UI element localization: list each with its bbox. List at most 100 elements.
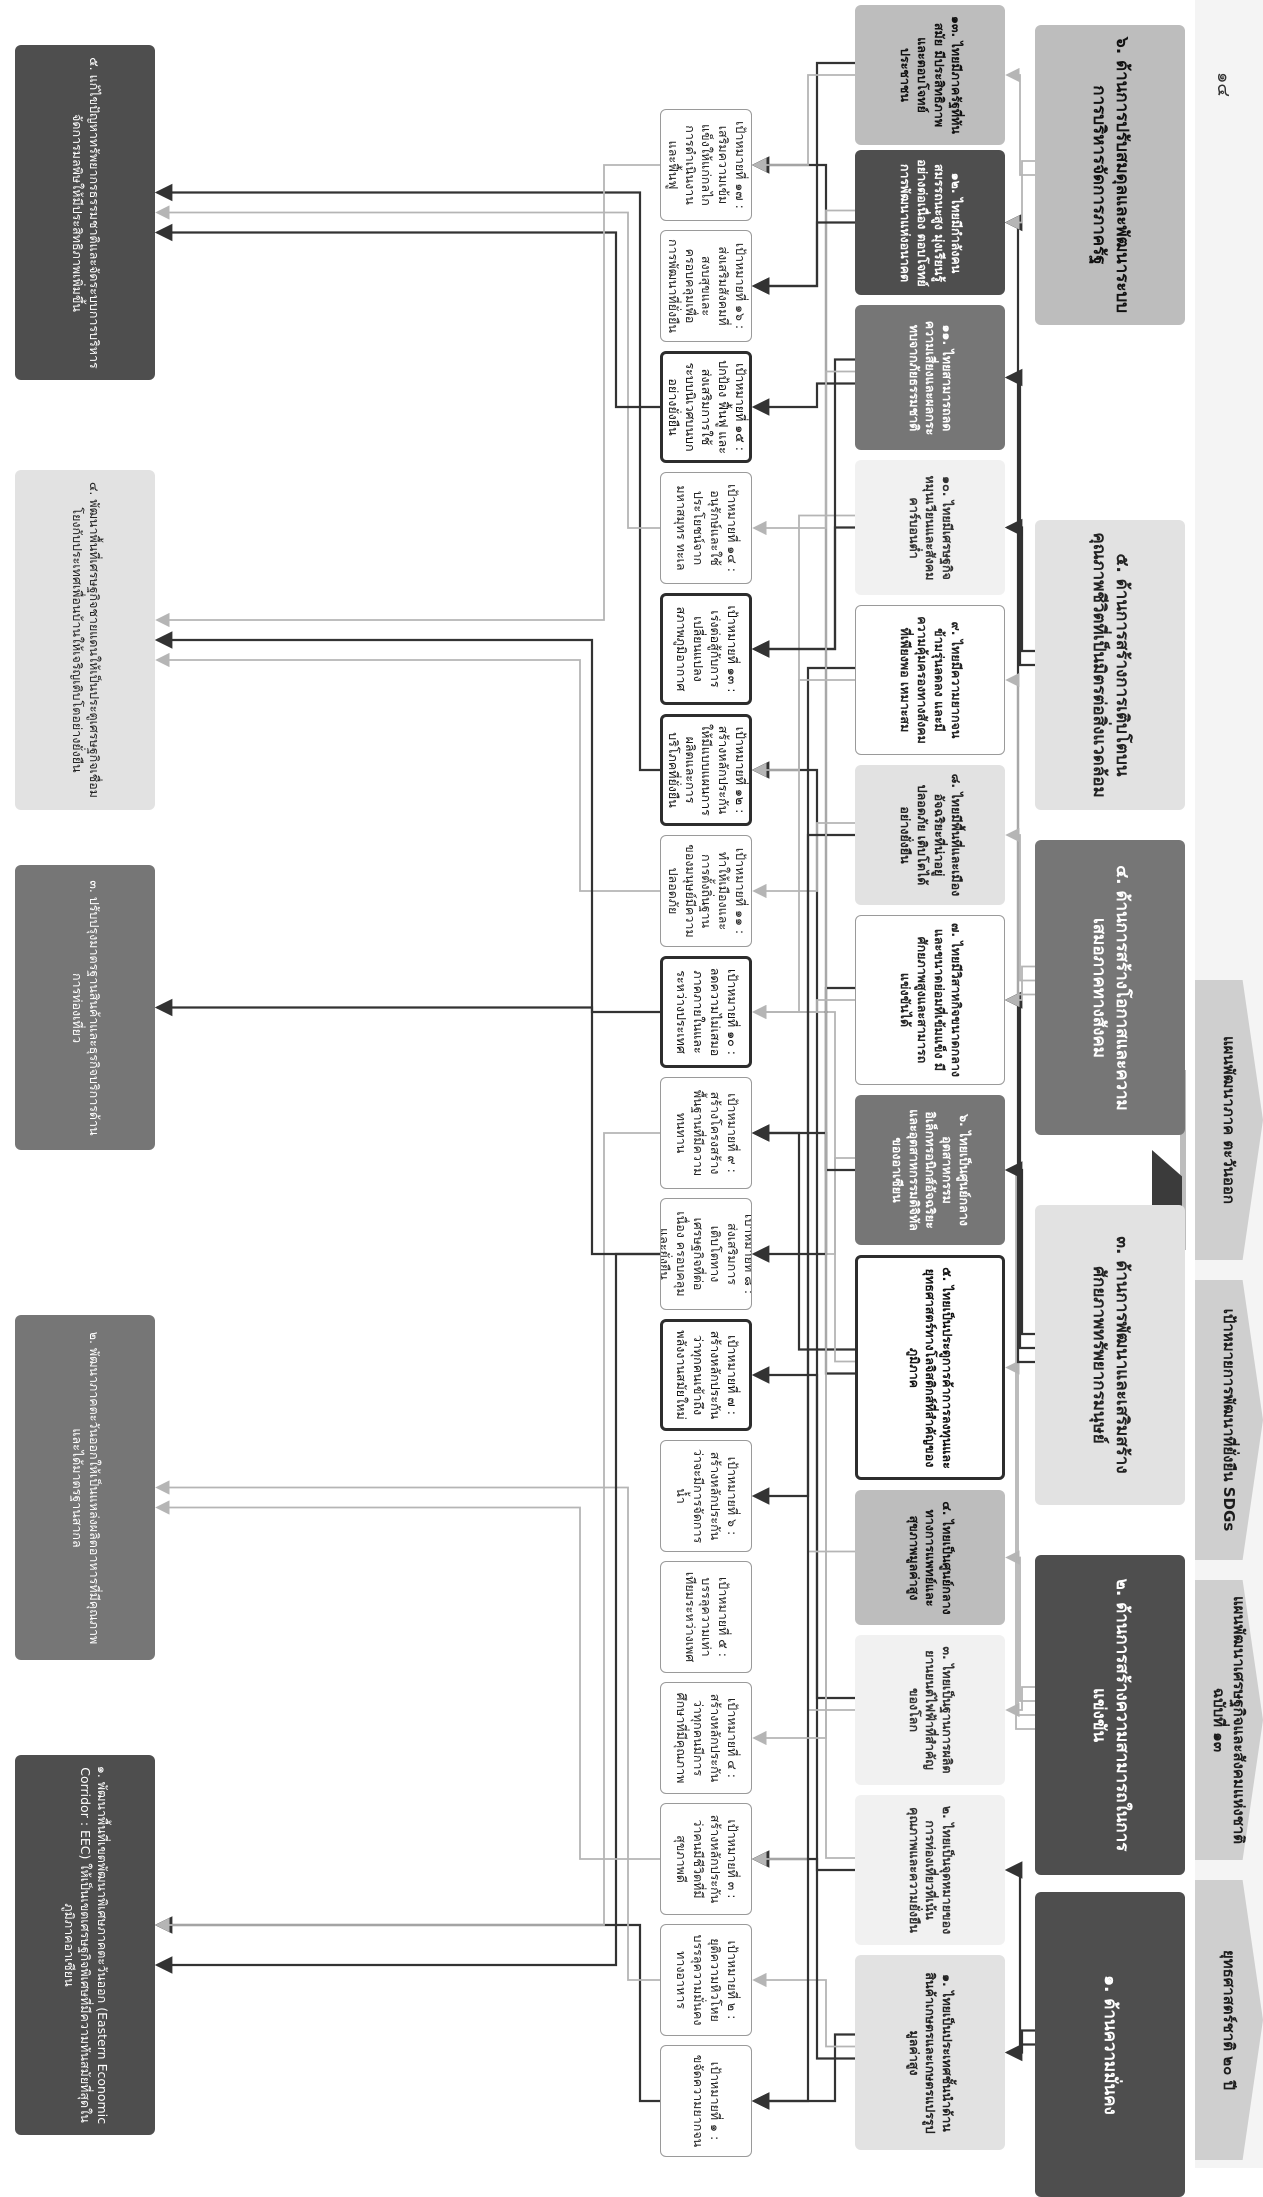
sdg-goal-9: เป้าหมายที่ ๙ : สร้างโครงสร้างพื้นฐานที่… (660, 1077, 752, 1189)
strategy-3: ๓. ด้านการพัฒนาและเสริมสร้างศักยภาพทรัพย… (1035, 1205, 1185, 1505)
plan13-goal-9: ๙. ไทยมีความยากจนข้ามรุ่นลดลง และมีความค… (855, 605, 1005, 755)
east-plan-3: ๓. ปรับปรุงมาตรฐานสินค้าและธุรกิจบริการด… (15, 865, 155, 1150)
connector-arrow (751, 382, 855, 416)
decoration-bar (1180, 1070, 1186, 1250)
east-plan-2-label: ๒. พัฒนาภาคตะวันออกให้เป็นแหล่งผลิตอาหาร… (70, 1331, 102, 1644)
sdg-goal-11-label: เป้าหมายที่ ๑๑ : ทำให้เมืองและการตั้งถิ่… (665, 844, 749, 938)
plan13-goal-10: ๑๐. ไทยมีเศรษฐกิจหมุนเวียนและสังคมคาร์บอ… (855, 460, 1005, 595)
plan13-goal-12-label: ๑๒. ไทยมีกำลังคนสมรรถนะสูง มุ่งเรียนรู้อ… (898, 158, 964, 287)
east-plan-2: ๒. พัฒนาภาคตะวันออกให้เป็นแหล่งผลิตอาหาร… (15, 1315, 155, 1660)
connector-arrow (155, 164, 660, 628)
connector-arrow (154, 1916, 660, 2103)
plan13-goal-5: ๕. ไทยเป็นประตูการค้าการลงทุนและยุทธศาสต… (855, 1255, 1005, 1480)
connector-arrow (154, 998, 660, 1256)
sdg-goal-4-label: เป้าหมายที่ ๔ : สร้างหลักประกันว่าทุกคนม… (674, 1692, 740, 1784)
connector-arrow (751, 526, 855, 658)
connector-arrow (752, 1246, 855, 1859)
connector-arrow (751, 358, 855, 658)
sdg-goal-16-label: เป้าหมายที่ ๑๖ : ส่งเสริมสังคมที่สงบสุขแ… (665, 239, 749, 333)
connector-arrow (1005, 1360, 1035, 1716)
connector-arrow (155, 652, 660, 892)
strategy-4: ๔. ด้านการสร้างโอกาสและความเสมอภาคทางสัง… (1035, 840, 1185, 1135)
sdg-goal-17-label: เป้าหมายที่ ๑๗ : เสริมความเข้มแข็งให้แก่… (665, 121, 749, 209)
connector-arrow (751, 1850, 855, 2060)
connector-arrow (752, 74, 855, 173)
connector-arrow (751, 833, 855, 1505)
strategy-4-label: ๔. ด้านการสร้างโอกาสและความเสมอภาคทางสัง… (1089, 864, 1132, 1111)
connector-arrow (155, 1500, 660, 1860)
connector-arrow (155, 205, 660, 529)
sdg-goal-6: เป้าหมายที่ ๖ : สร้างหลักประกันว่าจะมีกา… (660, 1440, 752, 1552)
connector-arrow (751, 1124, 855, 1172)
sdg-goal-13: เป้าหมายที่ ๑๓ : เร่งต่อสู้กับการเปลี่ยน… (660, 593, 752, 705)
connector-arrow (751, 2033, 855, 2110)
connector-arrow (155, 1480, 660, 1981)
plan13-goal-4: ๔. ไทยเป็นศูนย์กลางทางการแพทย์และสุขภาพม… (855, 1490, 1005, 1625)
connector-arrow (1004, 2029, 1035, 2062)
header-label: ยุทธศาสตร์ชาติ ๒๐ ปี (1220, 1949, 1239, 2091)
plan13-goal-1: ๑. ไทยเป็นประเทศชั้นนำด้านสินค้าเกษตรและ… (855, 1955, 1005, 2150)
sdg-goal-2-label: เป้าหมายที่ ๒ : ยุติความหิวโหย บรรลุความ… (674, 1934, 740, 2026)
connector-arrow (154, 223, 660, 409)
plan13-goal-5-label: ๕. ไทยเป็นประตูการค้าการลงทุนและยุทธศาสต… (906, 1266, 956, 1469)
sdg-goal-1-label: เป้าหมายที่ ๑ : ขจัดความยากจน (691, 2054, 723, 2148)
connector-arrow (1004, 1161, 1035, 1336)
east-plan-4-label: ๔. พัฒนาพื้นที่เศรษฐกิจชายแดนให้เป็นประต… (70, 481, 102, 799)
sdg-goal-10-label: เป้าหมายที่ ๑๐ : ลดความไม่เสมอภาคภายในแล… (674, 967, 740, 1057)
connector-arrow (752, 1125, 855, 1711)
strategy-2: ๒. ด้านการสร้างความสามารถในการแข่งขัน (1035, 1555, 1185, 1875)
connector-arrow (1004, 368, 1035, 667)
plan13-goal-13-label: ๑๓. ไทยมีภาครัฐที่ทันสมัย มีประสิทธิภาพแ… (898, 16, 964, 134)
strategy-6-label: ๖. ด้านการปรับสมดุลและพัฒนาระบบการบริหาร… (1089, 36, 1132, 314)
sdg-goal-12-label: เป้าหมายที่ ๑๒ : สร้างหลักประกันให้มีแบบ… (665, 724, 749, 816)
strategy-5: ๕. ด้านการสร้างการเติบโตบนคุณภาพชีวิตที่… (1035, 520, 1185, 810)
connector-arrow (1004, 1861, 1035, 2046)
sdg-goal-8-label: เป้าหมายที่ ๘ : ส่งเสริมการเติบโตทางเศรษ… (660, 1211, 752, 1297)
connector-arrow (1004, 518, 1035, 653)
plan13-goal-7: ๗. ไทยมีวิสาหกิจขนาดกลางและขนาดย่อมที่เข… (855, 915, 1005, 1085)
connector-arrow (752, 822, 855, 899)
sdg-goal-10: เป้าหมายที่ ๑๐ : ลดความไม่เสมอภาคภายในแล… (660, 956, 752, 1068)
plan13-goal-10-label: ๑๐. ไทยมีเศรษฐกิจหมุนเวียนและสังคมคาร์บอ… (906, 475, 956, 580)
connector-arrow (155, 1132, 660, 1933)
sdg-goal-6-label: เป้าหมายที่ ๖ : สร้างหลักประกันว่าจะมีกา… (674, 1448, 740, 1544)
plan13-goal-8: ๘. ไทยมีพื้นที่และเมืองอัจฉริยะที่น่าอยู… (855, 765, 1005, 905)
connector-arrow (1005, 160, 1035, 230)
page-number: ๑๔ (1213, 71, 1235, 98)
east-plan-1: ๑. พัฒนาพื้นที่เขตพัฒนาพิเศษภาคตะวันออก … (15, 1755, 155, 2135)
sdg-goal-15: เป้าหมายที่ ๑๕ : ปกป้อง ฟื้นฟู และส่งเสร… (660, 351, 752, 463)
strategy-1-label: ๑. ด้านความมั่นคง (1100, 1974, 1121, 2115)
east-plan-3-label: ๓. ปรับปรุงมาตรฐานสินค้าและธุรกิจบริการด… (70, 879, 102, 1136)
sdg-goal-12: เป้าหมายที่ ๑๒ : สร้างหลักประกันให้มีแบบ… (660, 714, 752, 826)
sdg-goal-8: เป้าหมายที่ ๘ : ส่งเสริมการเติบโตทางเศรษ… (660, 1198, 752, 1310)
connector-arrow (751, 666, 855, 2110)
plan13-goal-11: ๑๑. ไทยสามารถลดความเสี่ยงและผลกระทบจากภั… (855, 305, 1005, 450)
sdg-goal-7-label: เป้าหมายที่ ๗ : สร้างหลักประกันว่าทุกคนเ… (674, 1330, 740, 1420)
connector-arrow (751, 1366, 855, 1700)
header-label: เป้าหมายการพัฒนาที่ยั่งยืน SDGs (1220, 1308, 1239, 1532)
connector-arrow (752, 1157, 855, 1262)
sdg-goal-15-label: เป้าหมายที่ ๑๕ : ปกป้อง ฟื้นฟู และส่งเสร… (665, 360, 749, 454)
east-plan-4: ๔. พัฒนาพื้นที่เศรษฐกิจชายแดนให้เป็นประต… (15, 470, 155, 810)
strategy-2-label: ๒. ด้านการสร้างความสามารถในการแข่งขัน (1089, 1578, 1132, 1852)
connector-arrow (752, 679, 855, 1020)
connector-arrow (1005, 965, 1035, 1008)
east-plan-1-label: ๑. พัฒนาพื้นที่เขตพัฒนาพิเศษภาคตะวันออก … (61, 1765, 111, 2125)
header-label: แผนพัฒนาภาค ตะวันออก (1220, 1036, 1239, 1204)
connector-arrow (752, 999, 855, 1020)
plan13-goal-8-label: ๘. ไทยมีพื้นที่และเมืองอัจฉริยะที่น่าอยู… (898, 773, 964, 897)
plan13-goal-1-label: ๑. ไทยเป็นประเทศชั้นนำด้านสินค้าเกษตรและ… (906, 1971, 956, 2134)
connector-arrow (752, 1004, 855, 1363)
sdg-goal-14-label: เป้าหมายที่ ๑๔ : อนุรักษ์และใช้ประโยชน์จ… (674, 484, 740, 572)
connector-arrow (752, 514, 855, 778)
connector-arrow (751, 221, 855, 295)
sdg-goal-3-label: เป้าหมายที่ ๓ : สร้างหลักประกันว่าคนมีชี… (674, 1814, 740, 1904)
connector-arrow (751, 61, 855, 295)
plan13-goal-3: ๓. ไทยเป็นฐานการผลิตยานยนต์ไฟฟ้าที่สำคัญ… (855, 1635, 1005, 1785)
sdg-goal-5: เป้าหมายที่ ๕ : บรรลุความเท่าเทียมระหว่า… (660, 1561, 752, 1673)
plan13-goal-7-label: ๗. ไทยมีวิสาหกิจขนาดกลางและขนาดย่อมที่เข… (898, 923, 964, 1077)
plan13-goal-2-label: ๒. ไทยเป็นจุดหมายของการท่องเที่ยวที่เน้น… (906, 1805, 956, 1935)
sdg-goal-9-label: เป้าหมายที่ ๙ : สร้างโครงสร้างพื้นฐานที่… (674, 1089, 740, 1177)
